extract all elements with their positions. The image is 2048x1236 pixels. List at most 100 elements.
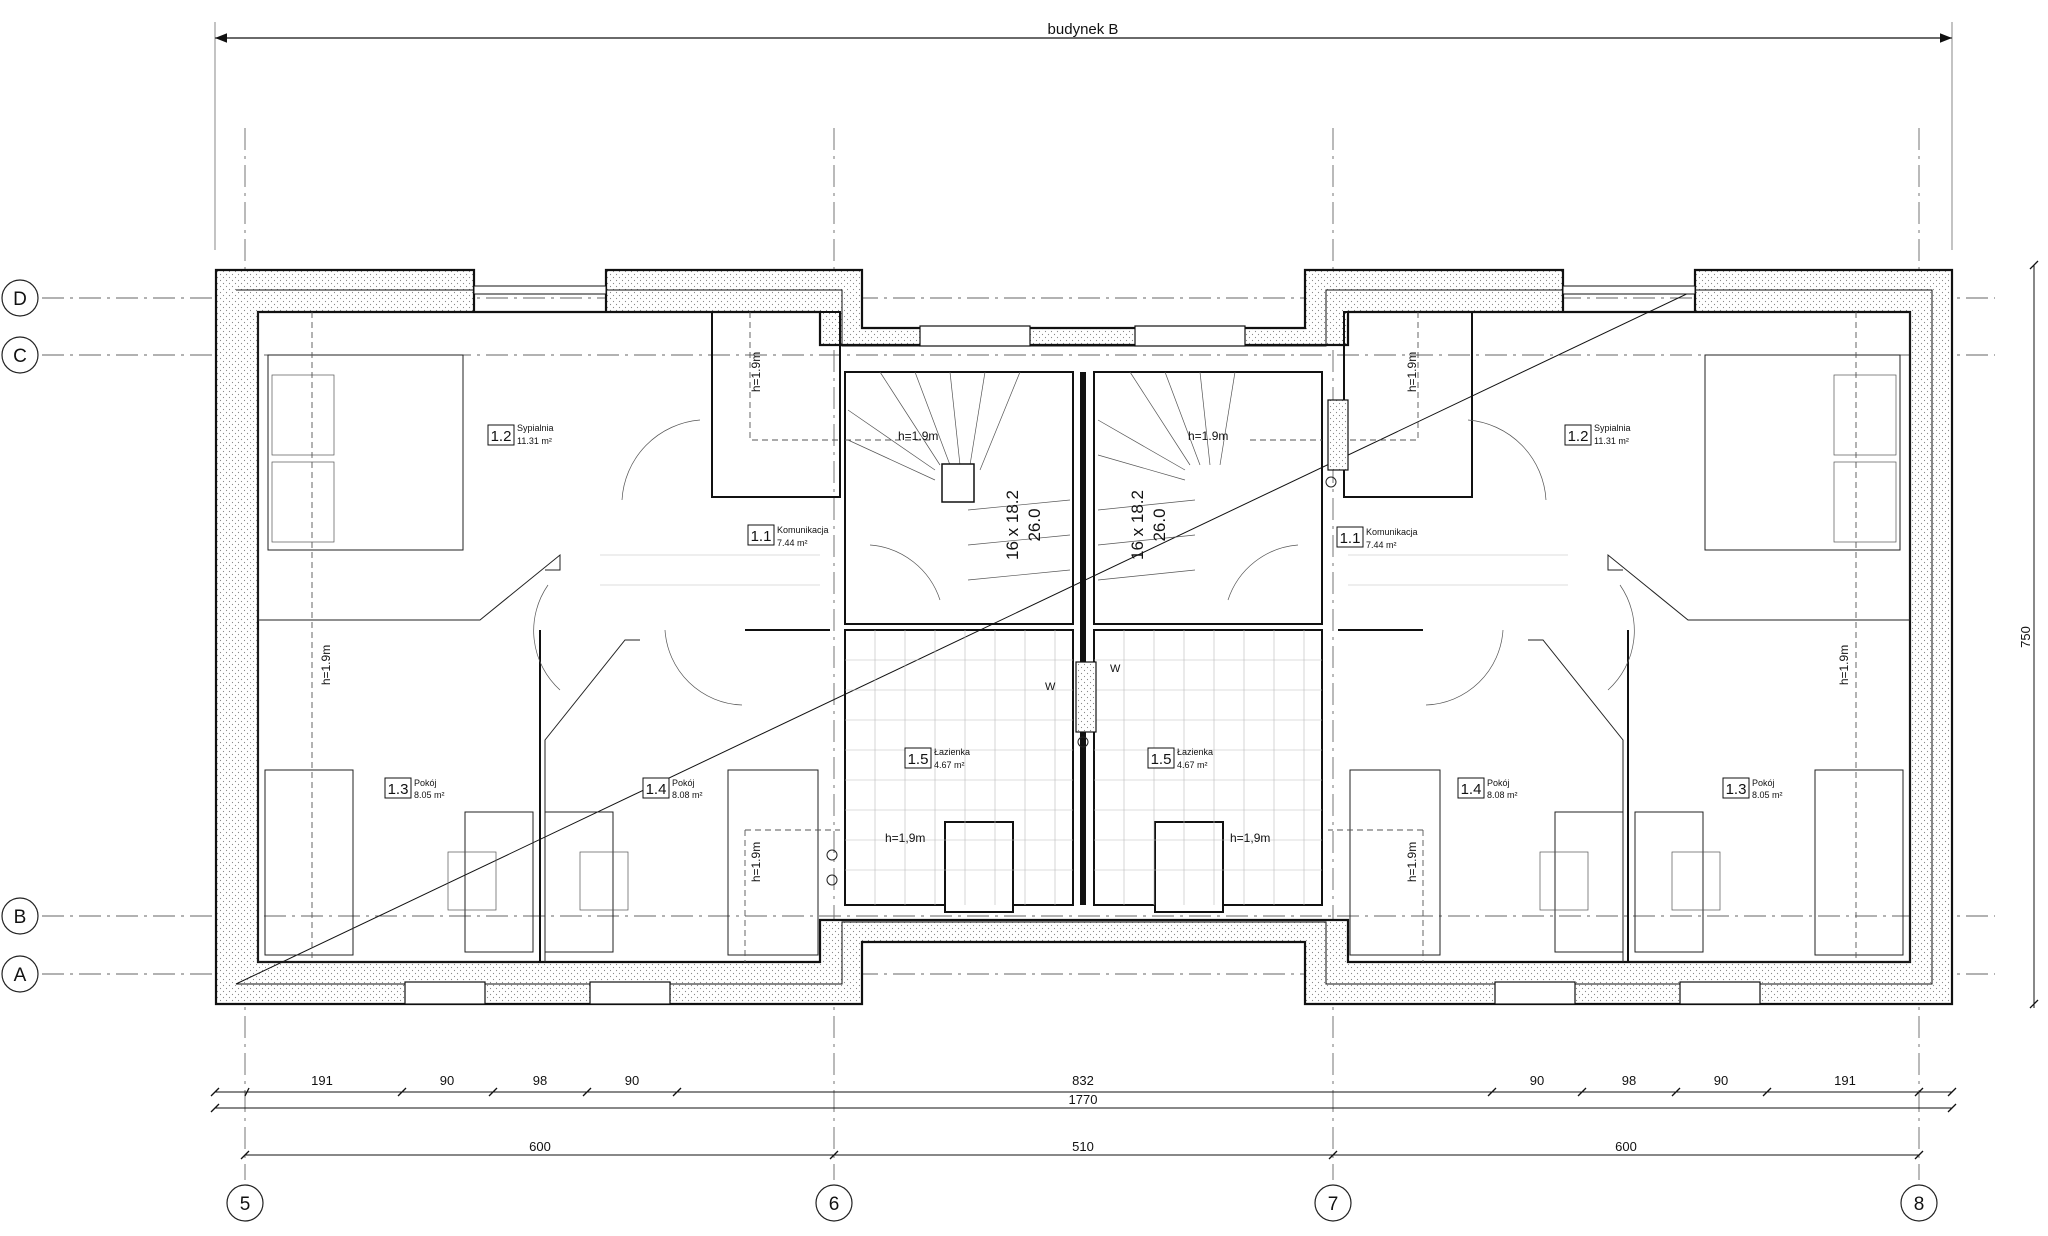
svg-text:7.44 m²: 7.44 m²: [777, 538, 808, 548]
row-axis-bubbles: D C B A: [1, 279, 39, 993]
height-labels: h=1.9m h=1.9m h=1.9m h=1.9m h=1.9m h=1.9…: [319, 352, 1851, 882]
svg-text:Pokój: Pokój: [672, 778, 695, 788]
room-label-sypialnia-right: 1.2 Sypialnia 11.31 m²: [1564, 423, 1631, 446]
stairs: 16 x 18.2 26.0 16 x 18.2 26.0: [847, 371, 1236, 581]
svg-text:1.2: 1.2: [491, 428, 512, 445]
stair-steps-right: 16 x 18.2: [1128, 490, 1147, 560]
dim-top-8: 191: [1834, 1073, 1856, 1088]
axis-bubble-5: 5: [226, 1184, 264, 1222]
svg-text:Pokój: Pokój: [414, 778, 437, 788]
svg-text:C: C: [13, 346, 27, 367]
vent-shafts: W W: [826, 399, 1349, 886]
height-dimension: 750: [2018, 260, 2039, 1009]
svg-text:1.1: 1.1: [751, 528, 772, 545]
dim-height: 750: [2018, 626, 2033, 648]
height-label: h=1,9m: [885, 831, 925, 845]
height-label: h=1.9m: [319, 645, 333, 685]
dim-total: 1770: [1069, 1092, 1098, 1107]
svg-text:7: 7: [1328, 1194, 1339, 1215]
room-label-pokoj-13-left: 1.3 Pokój 8.05 m²: [384, 777, 445, 800]
svg-text:A: A: [14, 965, 27, 986]
svg-text:8.05 m²: 8.05 m²: [414, 790, 445, 800]
column-axis-bubbles: 5 6 7 8: [226, 1184, 1938, 1222]
svg-text:8.08 m²: 8.08 m²: [1487, 790, 1518, 800]
dim-top-7: 90: [1714, 1073, 1728, 1088]
dim-top-1: 90: [440, 1073, 454, 1088]
svg-text:1.3: 1.3: [1726, 781, 1747, 798]
svg-text:Sypialnia: Sypialnia: [1594, 423, 1631, 433]
svg-text:4.67 m²: 4.67 m²: [1177, 760, 1208, 770]
page-title: budynek B: [1048, 21, 1119, 38]
title-dimension: budynek B: [214, 21, 1953, 250]
height-label: h=1.9m: [1837, 645, 1851, 685]
dim-top-3: 90: [625, 1073, 639, 1088]
svg-text:1.4: 1.4: [646, 781, 667, 798]
svg-text:8.05 m²: 8.05 m²: [1752, 790, 1783, 800]
svg-text:8: 8: [1914, 1194, 1925, 1215]
axis-bubble-a: A: [1, 955, 39, 993]
svg-text:6: 6: [829, 1194, 840, 1215]
room-label-komunikacja-left: 1.1 Komunikacja 7.44 m²: [747, 524, 829, 548]
dim-axis-2: 600: [1615, 1139, 1637, 1154]
vent-label: W: [1110, 663, 1121, 675]
height-label: h=1.9m: [1405, 842, 1419, 882]
room-label-pokoj-13-right: 1.3 Pokój 8.05 m²: [1722, 777, 1783, 800]
stair-steps-left: 16 x 18.2: [1003, 490, 1022, 560]
axis-bubble-b: B: [1, 897, 39, 935]
svg-text:Komunikacja: Komunikacja: [1366, 527, 1418, 537]
height-label: h=1.9m: [1188, 429, 1228, 443]
room-label-pokoj-14-left: 1.4 Pokój 8.08 m²: [642, 777, 703, 800]
bathroom-tiles: [600, 554, 1568, 905]
svg-text:1.2: 1.2: [1568, 428, 1589, 445]
height-label: h=1,9m: [1230, 831, 1270, 845]
svg-text:8.08 m²: 8.08 m²: [672, 790, 703, 800]
room-labels: 1.2 Sypialnia 11.31 m² 1.1 Komunikacja 7…: [384, 423, 1783, 800]
room-label-pokoj-14-right: 1.4 Pokój 8.08 m²: [1457, 777, 1518, 800]
svg-text:5: 5: [240, 1194, 251, 1215]
dim-axis-1: 510: [1072, 1139, 1094, 1154]
dim-axis-0: 600: [529, 1139, 551, 1154]
stair-tread-right: 26.0: [1150, 508, 1169, 541]
axis-bubble-7: 7: [1314, 1184, 1352, 1222]
svg-text:Łazienka: Łazienka: [1177, 747, 1213, 757]
room-label-lazienka-right: 1.5 Łazienka 4.67 m²: [1147, 747, 1213, 770]
dim-top-5: 90: [1530, 1073, 1544, 1088]
interior-walls: [257, 311, 1911, 963]
height-limit-lines: [311, 312, 1857, 962]
room-label-lazienka-left: 1.5 Łazienka 4.67 m²: [904, 747, 970, 770]
vent-label: W: [1045, 681, 1056, 693]
svg-text:Łazienka: Łazienka: [934, 747, 970, 757]
dim-top-2: 98: [533, 1073, 547, 1088]
height-label: h=1.9m: [898, 429, 938, 443]
doors: [533, 419, 1635, 706]
height-label: h=1.9m: [749, 842, 763, 882]
svg-text:7.44 m²: 7.44 m²: [1366, 540, 1397, 550]
dim-top-4: 832: [1072, 1073, 1094, 1088]
axis-bubble-d: D: [1, 279, 39, 317]
svg-text:D: D: [13, 289, 27, 310]
axis-bubble-8: 8: [1900, 1184, 1938, 1222]
svg-text:1.1: 1.1: [1340, 530, 1361, 547]
height-label: h=1.9m: [1405, 352, 1419, 392]
svg-text:1.5: 1.5: [1151, 751, 1172, 768]
svg-text:1.5: 1.5: [908, 751, 929, 768]
height-label: h=1.9m: [749, 352, 763, 392]
svg-text:4.67 m²: 4.67 m²: [934, 760, 965, 770]
room-label-komunikacja-right: 1.1 Komunikacja 7.44 m²: [1336, 526, 1418, 550]
stair-tread-left: 26.0: [1025, 508, 1044, 541]
axis-bubble-6: 6: [815, 1184, 853, 1222]
dim-top-0: 191: [311, 1073, 333, 1088]
axis-bubble-c: C: [1, 336, 39, 374]
dimension-chains: [210, 1087, 1957, 1160]
furniture: [264, 354, 1904, 956]
svg-text:Sypialnia: Sypialnia: [517, 423, 554, 433]
room-label-sypialnia-left: 1.2 Sypialnia 11.31 m²: [487, 423, 554, 446]
svg-text:Pokój: Pokój: [1752, 778, 1775, 788]
svg-text:1.3: 1.3: [388, 781, 409, 798]
dimension-labels: 191 90 98 90 832 90 98 90 191 1770 600 5…: [311, 1073, 1856, 1154]
windows: [404, 285, 1761, 1005]
svg-text:11.31 m²: 11.31 m²: [1594, 436, 1629, 446]
svg-text:Komunikacja: Komunikacja: [777, 525, 829, 535]
dim-top-6: 98: [1622, 1073, 1636, 1088]
